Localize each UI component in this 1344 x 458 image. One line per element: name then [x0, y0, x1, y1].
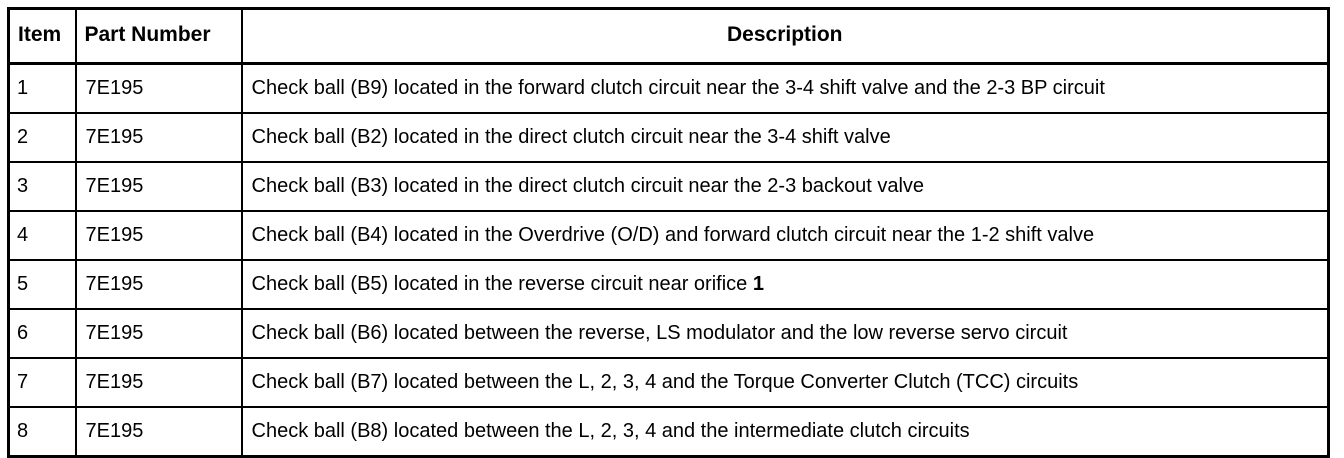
cell-part-number: 7E195	[75, 63, 243, 113]
parts-table: Item Part Number Description 1 7E195 Che…	[7, 7, 1330, 458]
table-row: 6 7E195 Check ball (B6) located between …	[8, 308, 1329, 358]
cell-item: 3	[8, 161, 77, 211]
cell-part-number: 7E195	[75, 357, 243, 407]
cell-item: 2	[8, 112, 77, 162]
cell-item: 6	[8, 308, 77, 358]
cell-item: 5	[8, 259, 77, 309]
cell-description: Check ball (B4) located in the Overdrive…	[241, 210, 1329, 260]
table-row: 8 7E195 Check ball (B8) located between …	[8, 406, 1329, 457]
cell-part-number: 7E195	[75, 308, 243, 358]
cell-description: Check ball (B2) located in the direct cl…	[241, 112, 1329, 162]
cell-item: 4	[8, 210, 77, 260]
cell-item: 7	[8, 357, 77, 407]
cell-part-number: 7E195	[75, 406, 243, 457]
cell-item: 1	[8, 63, 77, 113]
table-row: 7 7E195 Check ball (B7) located between …	[8, 357, 1329, 407]
cell-item: 8	[8, 406, 77, 457]
cell-description: Check ball (B7) located between the L, 2…	[241, 357, 1329, 407]
description-emphasis: 1	[752, 272, 764, 295]
cell-description: Check ball (B5) located in the reverse c…	[241, 259, 1329, 309]
table-row: 1 7E195 Check ball (B9) located in the f…	[8, 63, 1329, 113]
table-row: 4 7E195 Check ball (B4) located in the O…	[8, 210, 1329, 260]
table-row: 5 7E195 Check ball (B5) located in the r…	[8, 259, 1329, 309]
cell-description: Check ball (B9) located in the forward c…	[251, 76, 1105, 99]
column-header-part-number: Part Number	[75, 8, 243, 65]
column-header-item: Item	[8, 8, 77, 65]
description-text: Check ball (B5) located in the reverse c…	[251, 272, 753, 295]
cell-description: Check ball (B8) located between the L, 2…	[241, 406, 1329, 457]
cell-part-number: 7E195	[75, 259, 243, 309]
cell-part-number: 7E195	[75, 161, 243, 211]
cell-description: Check ball (B6) located between the reve…	[241, 308, 1329, 358]
table-row: 3 7E195 Check ball (B3) located in the d…	[8, 161, 1329, 211]
table-body: 1 7E195 Check ball (B9) located in the f…	[8, 63, 1329, 457]
table-header: Item Part Number Description	[8, 8, 1329, 65]
cell-part-number: 7E195	[75, 112, 243, 162]
table-header-row: Item Part Number Description	[8, 8, 1329, 65]
column-header-description: Description	[241, 8, 1329, 65]
cell-description: Check ball (B3) located in the direct cl…	[241, 161, 1329, 211]
cell-part-number: 7E195	[75, 210, 243, 260]
table-row: 2 7E195 Check ball (B2) located in the d…	[8, 112, 1329, 162]
parts-table-sheet: Item Part Number Description 1 7E195 Che…	[7, 7, 1330, 458]
